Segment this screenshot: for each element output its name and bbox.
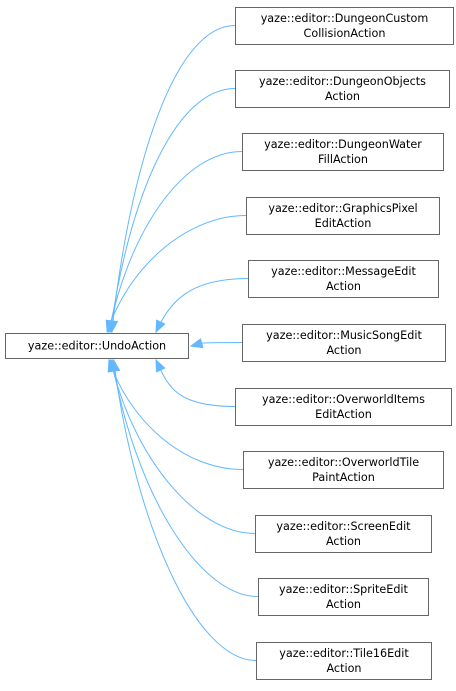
derived-class-node-5-label-line: yaze::editor::MessageEdit [271, 265, 416, 278]
inheritance-edge-5 [155, 278, 249, 333]
inheritance-edge-8 [108, 359, 244, 470]
derived-class-node-8-box [243, 451, 444, 489]
derived-class-node-1-box [235, 7, 454, 45]
derived-class-node-9-label-line: yaze::editor::ScreenEdit [276, 520, 411, 533]
class-nodes: yaze::editor::UndoAction yaze::editor::Du… [5, 7, 454, 680]
derived-class-node-8-label-line: yaze::editor::OverworldTile [268, 456, 419, 469]
derived-class-node-2-box [235, 70, 450, 108]
derived-class-node-11-box [256, 642, 432, 680]
derived-class-node-9-box [255, 515, 432, 553]
derived-class-node-8-label-line: PaintAction [312, 471, 375, 484]
derived-class-node-5-box [248, 260, 439, 298]
derived-class-node-9-label-line: Action [326, 535, 361, 548]
base-class-node-box [5, 333, 189, 359]
derived-class-node-4-box [246, 197, 440, 235]
inheritance-edge-1 [111, 25, 236, 333]
inheritance-edge-10 [111, 359, 259, 597]
derived-class-node-11-label-line: yaze::editor::Tile16Edit [279, 647, 409, 660]
derived-class-node-6-box [242, 324, 446, 362]
inheritance-arrowhead-4 [105, 319, 116, 334]
derived-class-node-3-label-line: yaze::editor::DungeonWater [264, 138, 422, 151]
derived-class-node-10-box [258, 578, 429, 616]
inheritance-edge-4 [106, 215, 247, 333]
derived-class-node-2-label-line: Action [325, 90, 360, 103]
derived-class-node-10-label-line: Action [326, 598, 361, 611]
inheritance-arrowhead-6 [189, 338, 204, 349]
inheritance-edge-3 [108, 151, 243, 333]
base-class-node[interactable]: yaze::editor::UndoAction [5, 333, 189, 359]
derived-class-node-2-label-line: yaze::editor::DungeonObjects [259, 75, 426, 88]
base-class-node-label-line: yaze::editor::UndoAction [28, 340, 166, 353]
derived-class-node-4-label-line: EditAction [315, 217, 372, 230]
derived-class-node-11-label-line: Action [326, 662, 361, 675]
derived-class-node-7-box [235, 388, 452, 426]
inheritance-edge-7 [155, 359, 236, 407]
derived-class-node-10-label-line: yaze::editor::SpriteEdit [279, 583, 408, 596]
inheritance-edge-11 [113, 359, 257, 661]
inheritance-arrowhead-11 [109, 358, 121, 373]
derived-class-node-3-label-line: FillAction [318, 153, 368, 166]
inheritance-edge-9 [110, 359, 256, 534]
derived-class-node-6-label-line: yaze::editor::MusicSongEdit [266, 329, 422, 342]
derived-class-node-4-label-line: yaze::editor::GraphicsPixel [268, 202, 417, 215]
inheritance-arrowhead-7 [155, 358, 166, 373]
derived-class-node-5-label-line: Action [326, 280, 361, 293]
inheritance-edges [105, 25, 259, 661]
derived-class-node-1-label-line: yaze::editor::DungeonCustom [261, 12, 429, 25]
derived-class-node-3-box [242, 133, 444, 171]
derived-class-node-7-label-line: EditAction [315, 408, 372, 421]
derived-class-node-7-label-line: yaze::editor::OverworldItems [262, 393, 425, 406]
derived-class-node-1-label-line: CollisionAction [304, 27, 386, 40]
inheritance-edge-2 [109, 88, 236, 333]
inheritance-arrowhead-5 [155, 319, 166, 334]
derived-class-node-1[interactable]: yaze::editor::DungeonCustomCollisionActi… [235, 7, 454, 45]
derived-class-node-6-label-line: Action [326, 344, 361, 357]
